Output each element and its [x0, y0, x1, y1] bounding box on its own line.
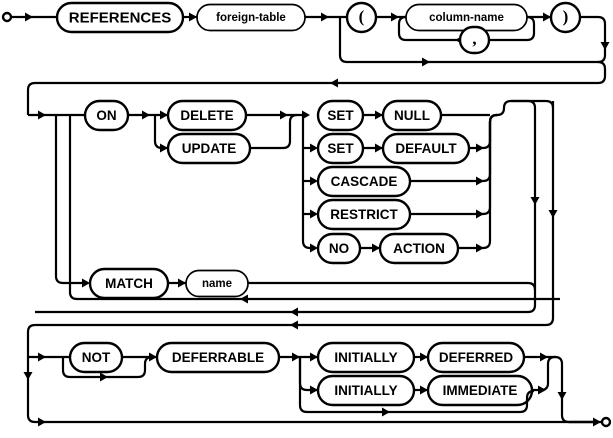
- node-match-label: MATCH: [105, 276, 153, 291]
- arrow-loopback-down-on: [530, 197, 540, 205]
- rail-group2-outer-top: [511, 99, 555, 109]
- arrow-group2-outer-left: [290, 320, 298, 330]
- node-cascade-label: CASCADE: [331, 174, 398, 189]
- rail-initially-bypass: [298, 357, 529, 414]
- rail-update-merge: [250, 113, 298, 150]
- node-comma-label: ,: [472, 29, 476, 48]
- rail-action-fanout: [301, 115, 311, 250]
- arrow-default-merge: [476, 143, 484, 153]
- rail-group2-outer-right: [35, 101, 555, 327]
- node-restrict-label: RESTRICT: [330, 207, 398, 222]
- arrow-no-action: [372, 243, 380, 253]
- node-null-label: NULL: [394, 108, 430, 123]
- arrow-group2-skip-left: [240, 294, 248, 304]
- arrow-loopback-left-on: [290, 307, 298, 317]
- arrow-wrap-down-1: [600, 42, 610, 50]
- node-set-2-label: SET: [327, 141, 354, 156]
- rail-wrap-row1-to-row2: [26, 60, 607, 115]
- arrow-initially2-immediate: [420, 385, 428, 395]
- arrow-initially-bypass: [382, 407, 390, 417]
- arrow-cascade-merge: [476, 176, 484, 186]
- rail-default-merge: [469, 113, 498, 150]
- arrow-wrap-left-1: [330, 78, 338, 88]
- node-left-paren-label: (: [359, 7, 365, 26]
- arrow-row3-entry: [38, 352, 46, 362]
- arrow-group2-outer-down: [548, 210, 558, 218]
- node-references-label: REFERENCES: [69, 9, 172, 26]
- arrow-initially1-deferred: [420, 352, 428, 362]
- arrow-to-lparen: [321, 12, 329, 22]
- node-immediate-label: IMMEDIATE: [443, 383, 518, 398]
- rail-optional-columns-down: [338, 17, 348, 64]
- arrow-to-foreign-table: [189, 12, 197, 22]
- arrow-to-deferrable: [149, 352, 157, 362]
- node-default-label: DEFAULT: [395, 141, 457, 156]
- node-set-1-label: SET: [327, 108, 354, 123]
- rail-group3-merge-to-end: [554, 355, 598, 424]
- node-right-paren-label: ): [563, 7, 569, 26]
- rail-comma-loop-left: [397, 15, 460, 42]
- node-on-label: ON: [96, 108, 116, 123]
- node-delete-label: DELETE: [180, 108, 233, 123]
- rail-action-merge: [458, 113, 498, 250]
- rail-group3-bypass: [26, 357, 598, 424]
- arrow-group3-bypass-right: [38, 417, 46, 427]
- rail-split-to-update: [153, 115, 168, 150]
- rail-group2-skip: [68, 115, 560, 301]
- node-initially-2-label: INITIALLY: [334, 383, 397, 398]
- rail-wrap-row2-to-row3: [26, 323, 36, 357]
- node-action-label: ACTION: [393, 241, 445, 256]
- rail-not-bypass: [61, 355, 153, 379]
- node-column-name-label: column-name: [429, 12, 504, 24]
- arrow-to-restrict: [310, 209, 318, 219]
- arrow-to-initially1: [310, 352, 318, 362]
- arrow-immediate-merge: [538, 385, 546, 395]
- arrow-to-match: [82, 278, 90, 288]
- rail-bypass-riser: [525, 389, 535, 405]
- rail-immediate-merge: [532, 355, 556, 392]
- arrow-to-cascade: [310, 176, 318, 186]
- arrow-restrict-merge: [476, 209, 484, 219]
- node-deferred-label: DEFERRED: [439, 350, 514, 365]
- arrow-to-no: [310, 243, 318, 253]
- arrow-match-name: [178, 278, 186, 288]
- arrow-row2-entry: [38, 110, 46, 120]
- node-no-label: NO: [329, 241, 349, 256]
- arrow-to-initially2: [310, 385, 318, 395]
- rail-to-match-branch: [54, 115, 85, 285]
- arrow-deferrable-out: [292, 352, 300, 362]
- node-update-label: UPDATE: [182, 141, 237, 156]
- node-deferrable-label: DEFERRABLE: [172, 350, 264, 365]
- node-name-label: name: [202, 278, 232, 290]
- arrow-set1-null: [375, 110, 383, 120]
- arrow-start: [25, 12, 33, 22]
- arrow-group3-bypass-down: [23, 372, 33, 380]
- arrow-to-rparen: [543, 12, 551, 22]
- node-foreign-table-label: foreign-table: [216, 12, 286, 24]
- node-initially-1-label: INITIALLY: [334, 350, 397, 365]
- arrow-to-delete: [160, 110, 168, 120]
- arrow-set2-default: [375, 143, 383, 153]
- rail-name-out: [248, 281, 537, 291]
- arrow-not-bypass: [100, 372, 108, 382]
- arrow-skip-columns: [422, 57, 430, 67]
- arrow-action-merge: [476, 243, 484, 253]
- start-marker-icon: [1, 11, 13, 23]
- arrow-merge-actions: [280, 110, 288, 120]
- node-comma[interactable]: [458, 25, 491, 55]
- arrow-to-columnname: [391, 12, 399, 22]
- arrow-to-update: [160, 143, 168, 153]
- arrow-deferred-out: [540, 352, 548, 362]
- node-not-label: NOT: [82, 350, 111, 365]
- arrow-on-out: [142, 110, 150, 120]
- arrow-to-end: [593, 417, 601, 427]
- rail-initially-fanout: [298, 357, 318, 392]
- arrow-group3-merge-down: [557, 392, 567, 400]
- end-marker-icon: [600, 416, 612, 428]
- arrow-to-set2: [310, 143, 318, 153]
